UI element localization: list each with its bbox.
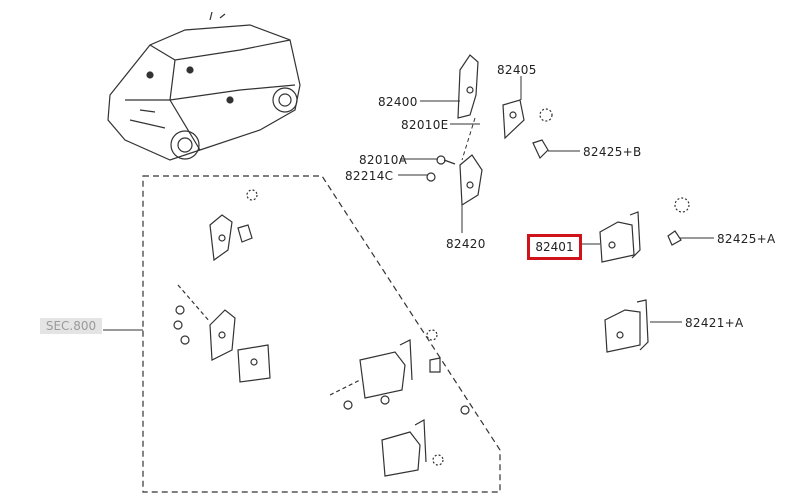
nut-82214c — [426, 172, 436, 182]
part-label-82400[interactable]: 82400 — [378, 95, 418, 109]
vehicle-illustration — [107, 11, 301, 161]
part-label-82421-a[interactable]: 82421+A — [685, 316, 744, 330]
hinge-82401 — [599, 211, 641, 263]
section-reference-sec-800[interactable]: SEC.800 — [40, 318, 102, 334]
hinge-82400 — [457, 54, 479, 119]
part-label-82425-b[interactable]: 82425+B — [583, 145, 642, 159]
clip-dashed-a — [674, 197, 690, 213]
part-label-82420[interactable]: 82420 — [446, 237, 486, 251]
bracket-82425-a — [667, 230, 682, 246]
plate-82405 — [502, 99, 525, 140]
part-label-82010a[interactable]: 82010A — [359, 153, 408, 167]
part-label-82401[interactable]: 82401 — [535, 240, 574, 254]
sec-800-region — [142, 175, 501, 493]
sec-region-parts — [173, 189, 470, 477]
part-label-82405[interactable]: 82405 — [497, 63, 537, 77]
part-label-82010e[interactable]: 82010E — [401, 118, 449, 132]
part-label-82214c[interactable]: 82214C — [345, 169, 394, 183]
clip-dashed — [539, 108, 553, 122]
part-label-82425-a[interactable]: 82425+A — [717, 232, 776, 246]
bracket-82425-b — [532, 139, 549, 160]
highlighted-part-82401[interactable]: 82401 — [527, 234, 582, 260]
leader-lines — [103, 76, 714, 331]
hinge-82421 — [604, 299, 649, 353]
hinge-82420 — [459, 154, 483, 207]
bolt-82010a — [436, 155, 456, 165]
